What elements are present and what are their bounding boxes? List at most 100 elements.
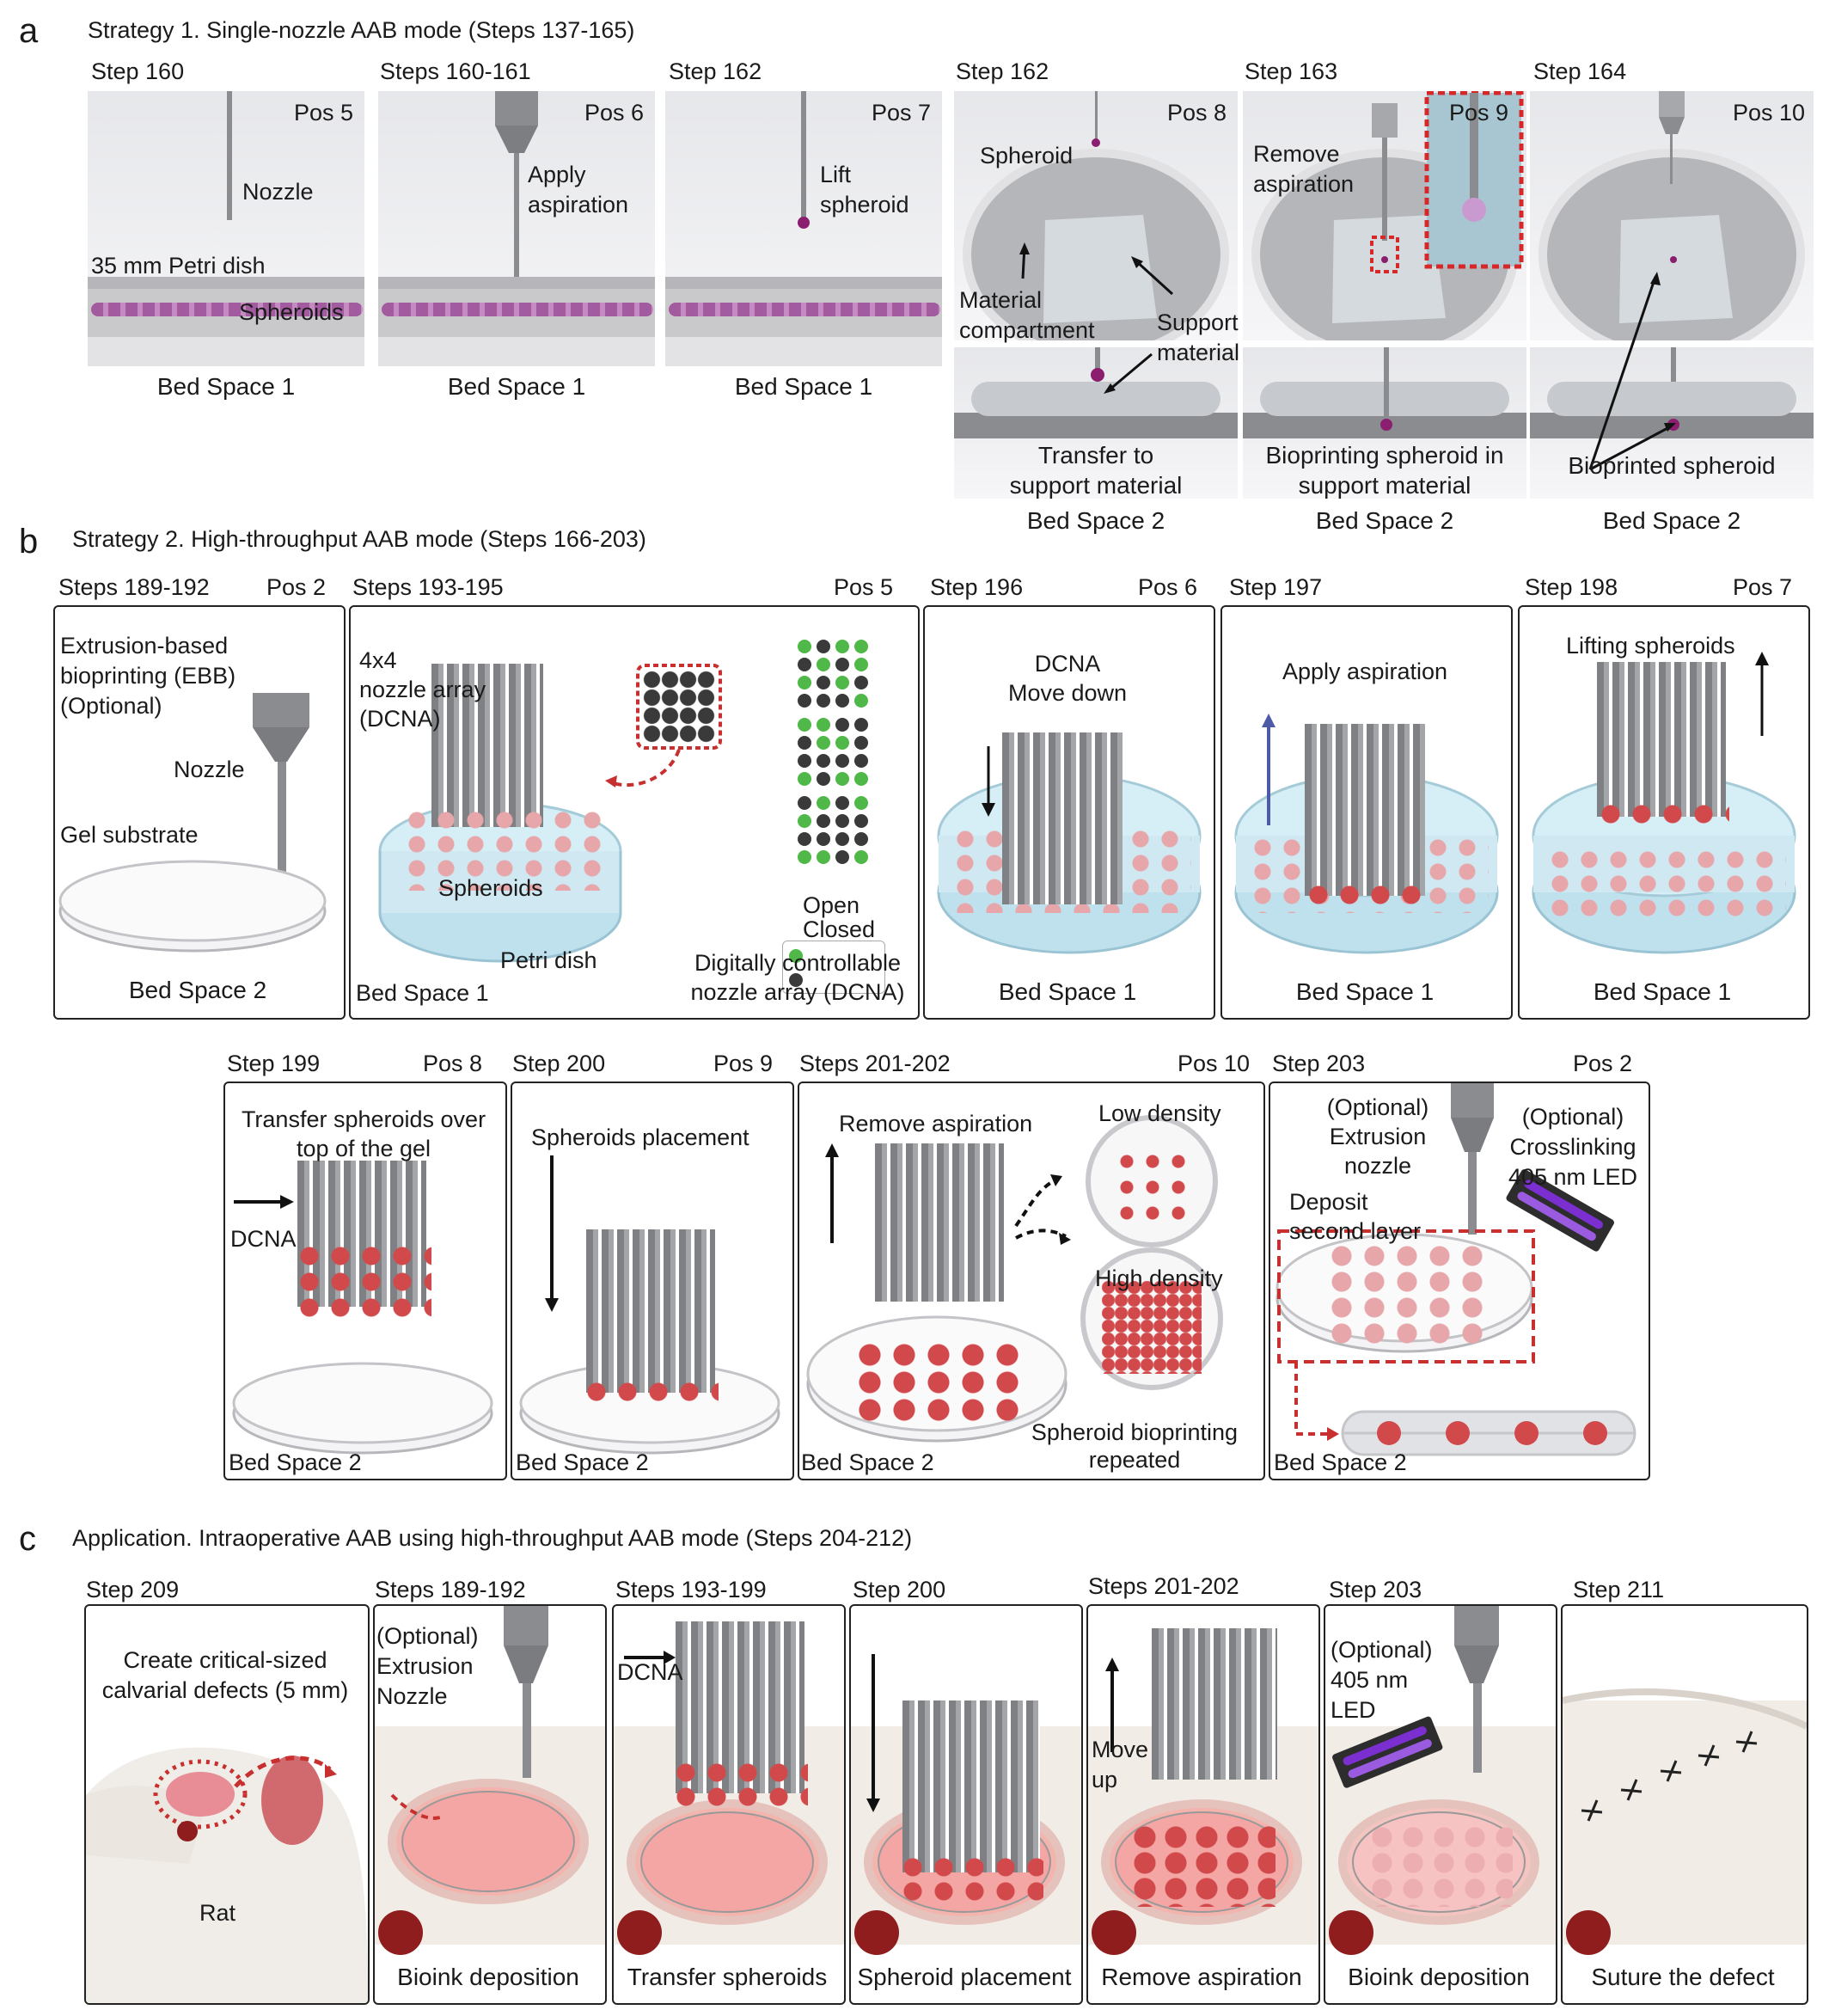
a3-step: Step 162: [669, 58, 762, 84]
b2-legend-open-dot: [789, 949, 803, 963]
a2-spheroid-row: [382, 303, 653, 316]
dcna-nozzle-closed: [798, 658, 811, 671]
a1-illustration: [88, 91, 364, 366]
a4-arrows: [1019, 242, 1174, 296]
b2-spheroid-field: [402, 808, 605, 891]
dcna-grid-row: [798, 796, 870, 810]
b2-dcna-label: Digitally controllable nozzle array (DCN…: [690, 950, 905, 1005]
a1-nozzle-label: Nozzle: [242, 179, 314, 205]
b9-ext-label: (Optional) Extrusion nozzle: [1326, 1094, 1429, 1179]
dcna-nozzle-open: [854, 694, 868, 708]
c3-text: DCNA: [617, 1659, 683, 1685]
a2-pos: Pos 6: [584, 100, 645, 126]
dcna-nozzle-closed: [817, 814, 830, 828]
dcna-nozzle-closed: [854, 832, 868, 846]
a4-image-top: [954, 91, 1238, 340]
dcna-nozzle-closed: [798, 754, 811, 768]
b4-nozzle-array: [1305, 724, 1425, 896]
b6-illustration: [232, 1195, 493, 1455]
b9-box: [1269, 1082, 1650, 1480]
b6-text: Transfer spheroids over top of the gel: [241, 1106, 486, 1161]
a2-illustration: [378, 91, 655, 366]
dcna-nozzle-closed: [817, 754, 830, 768]
c4-step: Step 200: [853, 1577, 946, 1602]
a5-bed: Bed Space 2: [1315, 507, 1454, 534]
b1-bed: Bed Space 2: [128, 977, 267, 1003]
dcna-grid-row: [798, 640, 870, 653]
a1-spheroid-row: [91, 303, 363, 316]
dcna-grid-row: [798, 718, 870, 732]
b3-pos: Pos 6: [1138, 574, 1198, 600]
dcna-nozzle-open: [798, 718, 811, 732]
b2-nozzle-array: [431, 664, 543, 827]
a4-support-arrow: [1104, 352, 1153, 394]
b5-text: Lifting spheroids: [1566, 633, 1735, 659]
a5-step: Step 163: [1245, 58, 1338, 84]
a1-bed: Bed Space 1: [156, 373, 296, 400]
a3-illustration: [665, 91, 942, 366]
c7-illustration: [1563, 1688, 1807, 1955]
b1-step: Steps 189-192: [58, 574, 210, 600]
a1-dish-label: 35 mm Petri dish: [91, 253, 266, 279]
b8-low-density: [1114, 1149, 1190, 1224]
dcna-nozzle-open: [854, 658, 868, 671]
a5-image-top: [1243, 91, 1526, 340]
a4-illustration-bottom: [954, 347, 1238, 438]
b2-array-label: 4x4 nozzle array (DCNA): [359, 647, 486, 732]
b3-step: Step 196: [930, 574, 1024, 600]
b5-nozzle-array: [1597, 662, 1726, 817]
dcna-nozzle-closed: [817, 772, 830, 786]
dcna-nozzle-open: [798, 640, 811, 653]
b3-bed: Bed Space 1: [998, 978, 1137, 1005]
b2-dish-label: Petri dish: [500, 947, 597, 973]
dcna-grid-row: [798, 736, 870, 750]
dcna-nozzle-closed: [798, 694, 811, 708]
b5-spheroid-tips: [1595, 801, 1729, 827]
dcna-nozzle-closed: [854, 736, 868, 750]
dcna-grid-row: [798, 658, 870, 671]
a4-bed: Bed Space 2: [1026, 507, 1165, 534]
a1-step: Step 160: [91, 58, 185, 84]
a3-bed: Bed Space 1: [734, 373, 873, 400]
b8-spheroid-field: [853, 1341, 1021, 1425]
b2-legend-open: Open: [803, 892, 860, 918]
c1-rat: Rat: [199, 1900, 236, 1926]
c1-box: [84, 1604, 370, 2005]
b8-high-density: [1102, 1281, 1202, 1374]
a1-spheroids-label: Spheroids: [239, 299, 344, 325]
dcna-nozzle-open: [817, 796, 830, 810]
b9-spheroid-field: [1325, 1243, 1485, 1345]
dcna-nozzle-closed: [835, 658, 849, 671]
dcna-nozzle-closed: [835, 718, 849, 732]
c2-step: Steps 189-192: [375, 1577, 526, 1602]
b6-dcna-label: DCNA: [230, 1226, 297, 1252]
dcna-nozzle-closed: [817, 640, 830, 653]
b8-repeat-label: Spheroid bioprinting repeated: [1031, 1419, 1239, 1474]
c3-caption: Transfer spheroids: [627, 1964, 828, 1990]
dcna-nozzle-closed: [798, 736, 811, 750]
a4-step: Step 162: [956, 58, 1049, 84]
b2-dcna-grid: [798, 640, 870, 874]
b8-text: Remove aspiration: [839, 1111, 1033, 1137]
c2-text: (Optional) Extrusion Nozzle: [376, 1623, 479, 1710]
a1-image: [88, 91, 364, 366]
b3-box: [923, 605, 1215, 1020]
c7-box: [1561, 1604, 1808, 2005]
b9-step: Step 203: [1272, 1051, 1366, 1076]
dcna-nozzle-closed: [798, 832, 811, 846]
b9-pos: Pos 2: [1573, 1051, 1633, 1076]
c6-caption: Bioink deposition: [1348, 1964, 1530, 1990]
c2-illustration: [375, 1606, 605, 1955]
dcna-nozzle-closed: [817, 832, 830, 846]
a5-pos: Pos 9: [1449, 100, 1509, 126]
a4-support-label: Support material: [1157, 309, 1240, 366]
a4-pos: Pos 8: [1167, 100, 1227, 126]
b2-box: [349, 605, 920, 1020]
a5-illustration-bottom: [1243, 347, 1526, 438]
c5-step: Steps 201-202: [1088, 1573, 1239, 1599]
b2-pos: Pos 5: [834, 574, 894, 600]
dcna-nozzle-open: [798, 676, 811, 689]
b7-spheroid-tips: [581, 1379, 719, 1405]
dcna-grid-row: [798, 694, 870, 708]
b4-text: Apply aspiration: [1282, 659, 1448, 684]
